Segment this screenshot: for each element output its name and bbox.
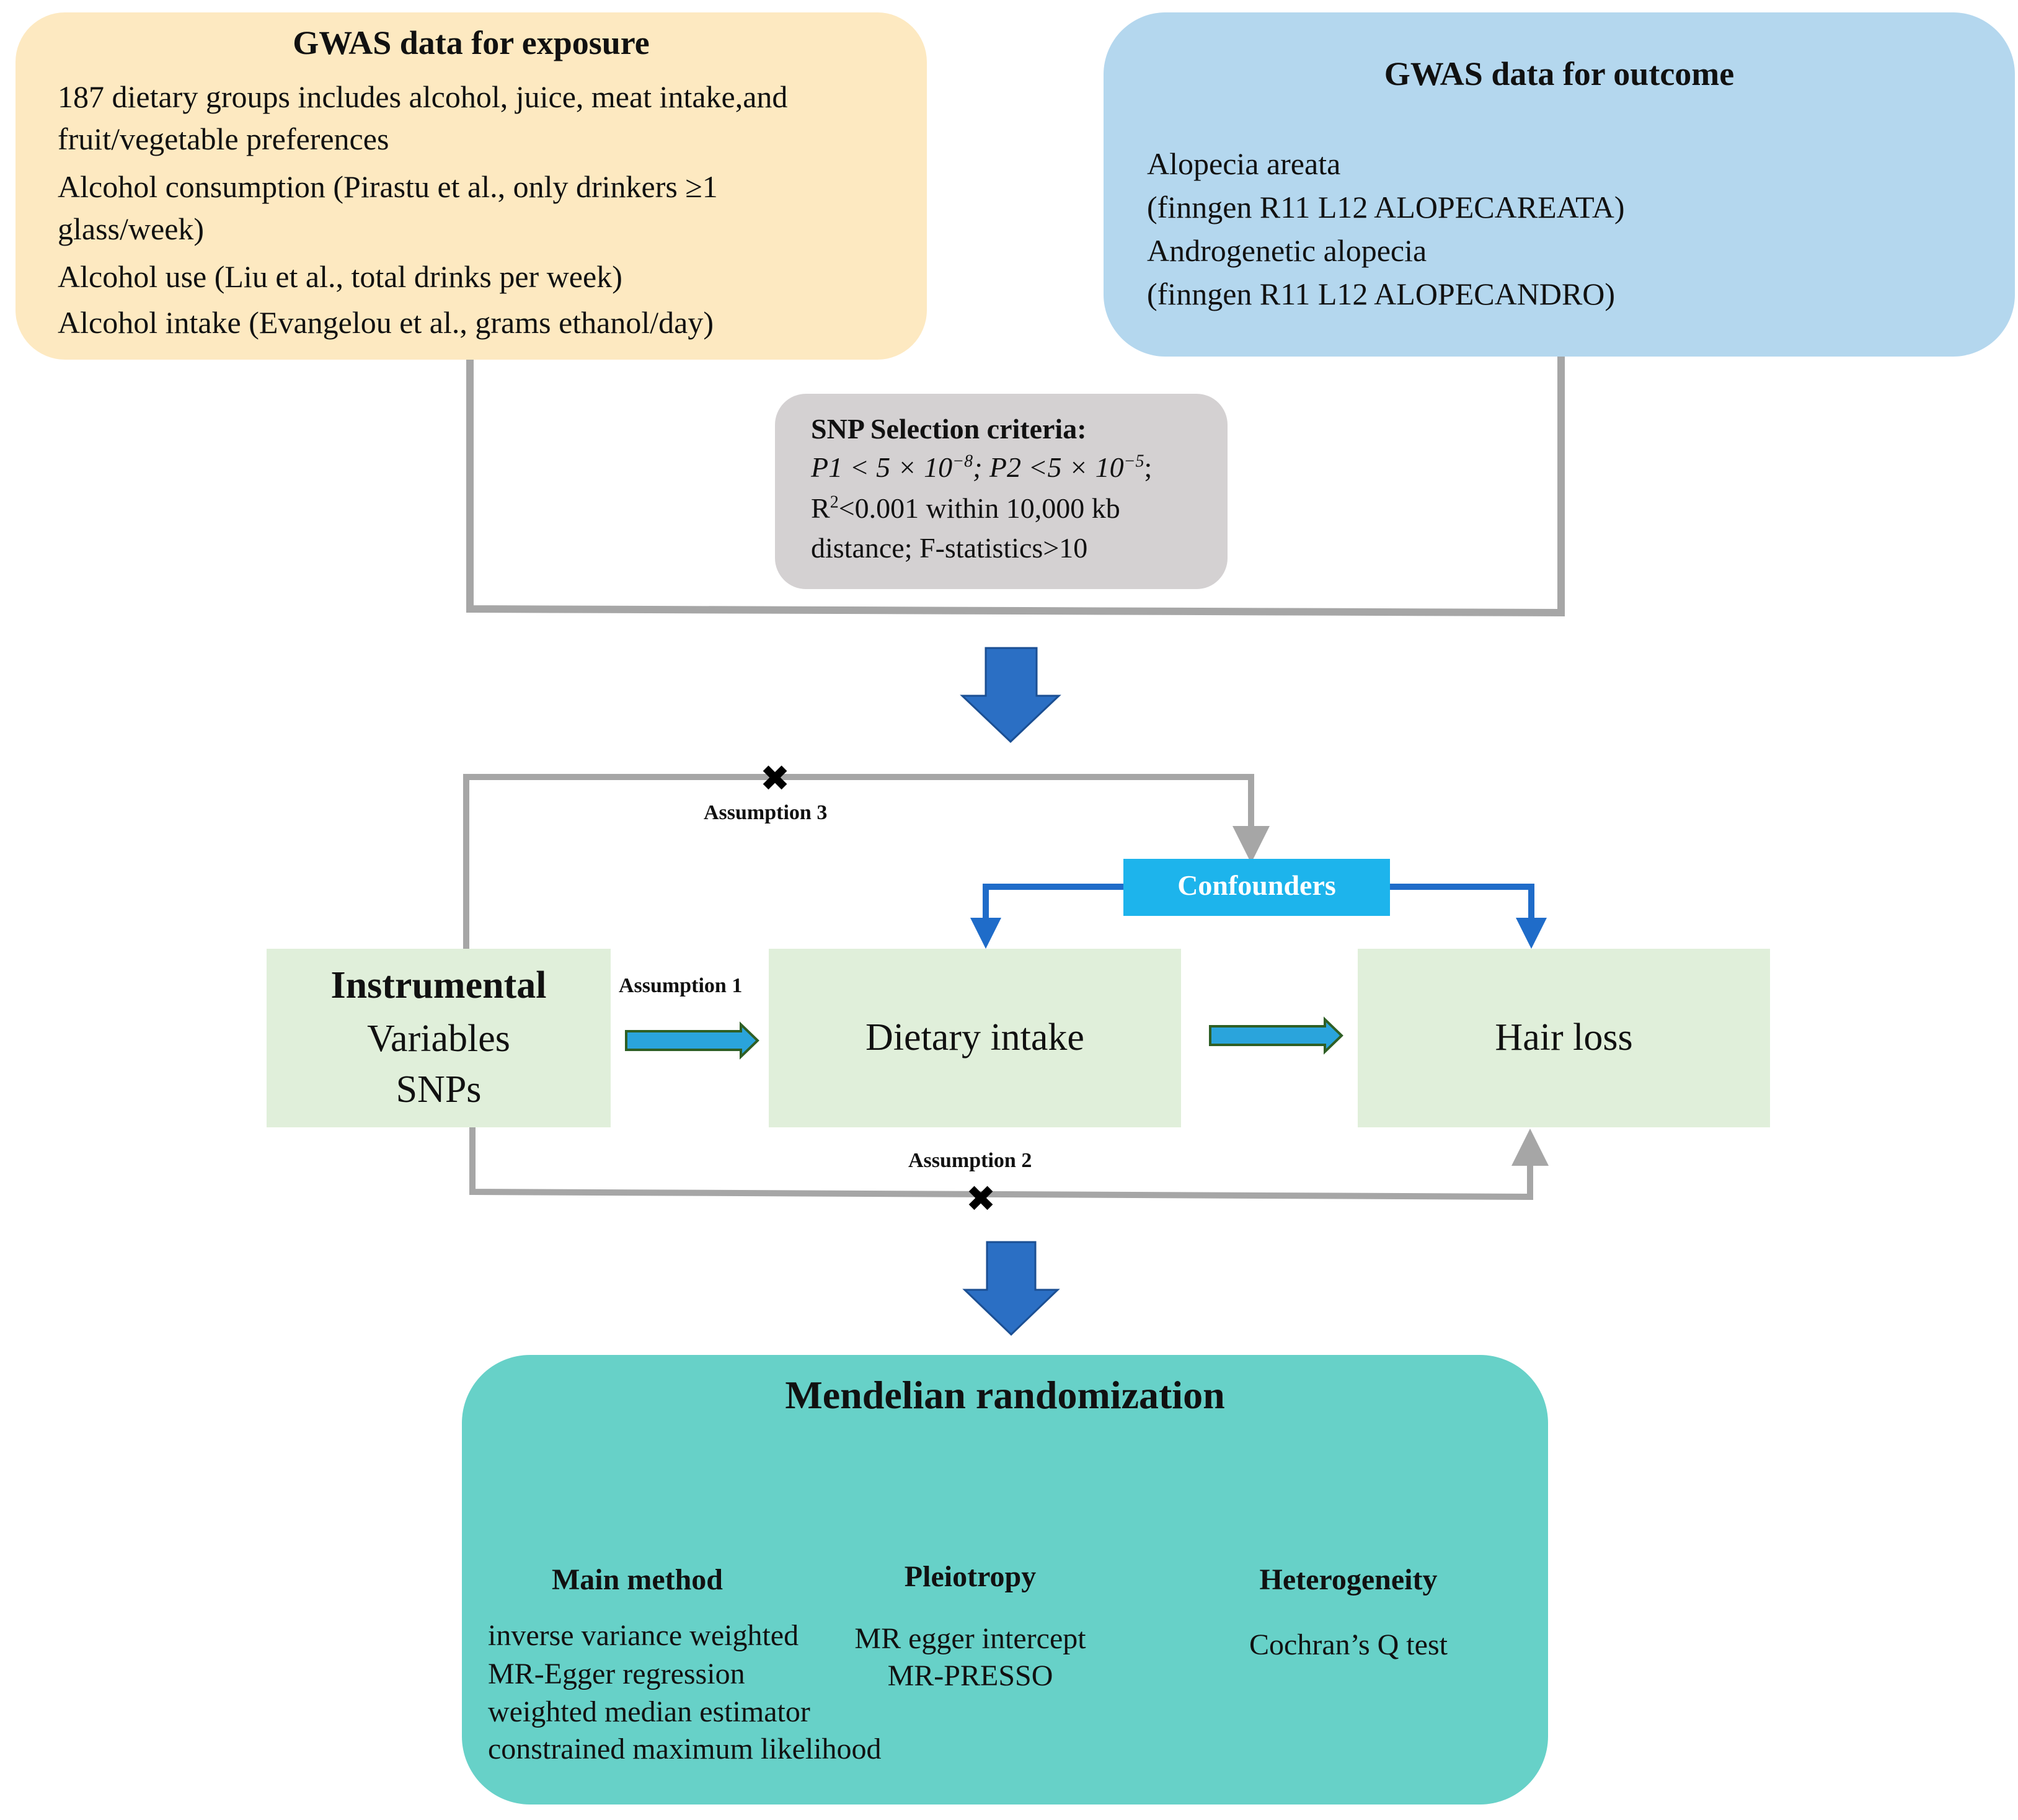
exposure-outcome-connector xyxy=(466,357,1565,617)
exposure-line: Alcohol use (Liu et al., total drinks pe… xyxy=(58,259,622,294)
snp-p1-exponent: −8 xyxy=(952,451,973,471)
hair-loss-label: Hair loss xyxy=(1495,1016,1633,1059)
exposure-line: Alcohol consumption (Pirastu et al., onl… xyxy=(58,169,718,204)
pleiotropy-item: MR egger intercept xyxy=(854,1622,1086,1655)
iv-line3: SNPs xyxy=(396,1068,482,1111)
snp-p1: P1 < 5 × 10 xyxy=(811,451,953,483)
main-method-title: Main method xyxy=(552,1563,723,1596)
hair-loss-box: Hair loss xyxy=(1358,949,1770,1127)
main-method-item: MR-Egger regression xyxy=(488,1658,745,1690)
confounders-to-diet xyxy=(970,884,1123,949)
pleiotropy-title: Pleiotropy xyxy=(904,1560,1037,1593)
exposure-line: 187 dietary groups includes alcohol, jui… xyxy=(58,79,788,114)
exposure-line: Alcohol intake (Evangelou et al., grams … xyxy=(58,305,714,340)
big-down-arrow-1 xyxy=(960,647,1061,744)
assumption-2-cross: ✖ xyxy=(966,1178,996,1220)
assumption-2-label: Assumption 2 xyxy=(908,1149,1032,1172)
assumption-2-path xyxy=(469,1127,1549,1201)
snp-r-rest: <0.001 within 10,000 kb xyxy=(838,492,1120,524)
outcome-box: GWAS data for outcome Alopecia areata (f… xyxy=(1104,12,2015,357)
mr-title: Mendelian randomization xyxy=(785,1373,1225,1417)
outcome-line: Androgenetic alopecia xyxy=(1147,233,1427,268)
snp-pvalue-line: P1 < 5 × 10−8; P2 <5 × 10−5; xyxy=(811,451,1152,484)
outcome-line: (finngen R11 L12 ALOPECANDRO) xyxy=(1147,277,1616,311)
snp-p2-end: ; xyxy=(1144,451,1153,483)
confounders-box: Confounders xyxy=(1123,859,1390,916)
exposure-line: fruit/vegetable preferences xyxy=(58,122,389,156)
iv-to-diet-arrow xyxy=(625,1021,759,1060)
assumption-1-label: Assumption 1 xyxy=(619,974,743,997)
dietary-intake-label: Dietary intake xyxy=(865,1016,1084,1059)
heterogeneity-title: Heterogeneity xyxy=(1259,1563,1438,1596)
exposure-line: glass/week) xyxy=(58,211,205,246)
mendelian-randomization-box: Mendelian randomization Main method inve… xyxy=(462,1355,1548,1804)
snp-r-prefix: R xyxy=(811,492,830,524)
main-method-item: constrained maximum likelihood xyxy=(488,1733,882,1765)
exposure-box: GWAS data for exposure 187 dietary group… xyxy=(15,12,927,360)
outcome-line: Alopecia areata xyxy=(1147,146,1341,181)
heterogeneity-item: Cochran’s Q test xyxy=(1249,1628,1448,1661)
main-method-item: weighted median estimator xyxy=(488,1695,810,1728)
confounders-to-hair xyxy=(1390,884,1547,949)
pleiotropy-item: MR-PRESSO xyxy=(887,1659,1053,1692)
main-method-item: inverse variance weighted xyxy=(488,1619,799,1652)
iv-line2: Variables xyxy=(367,1018,510,1060)
snp-title: SNP Selection criteria: xyxy=(811,413,1087,445)
snp-criteria-box: SNP Selection criteria: P1 < 5 × 10−8; P… xyxy=(775,394,1228,589)
exposure-title: GWAS data for exposure xyxy=(293,24,650,61)
big-down-arrow-2 xyxy=(962,1241,1060,1336)
outcome-line: (finngen R11 L12 ALOPECAREATA) xyxy=(1147,190,1625,224)
snp-p2: ; P2 <5 × 10 xyxy=(973,451,1124,483)
snp-p2-exponent: −5 xyxy=(1123,451,1144,471)
outcome-title: GWAS data for outcome xyxy=(1384,55,1735,92)
snp-distance-line: distance; F-statistics>10 xyxy=(811,532,1088,564)
instrumental-variables-box: Instrumental Variables SNPs xyxy=(267,949,611,1127)
dietary-intake-box: Dietary intake xyxy=(769,949,1181,1127)
confounders-label: Confounders xyxy=(1177,869,1336,901)
snp-r2-line: R2<0.001 within 10,000 kb xyxy=(811,492,1120,525)
snp-r-sup: 2 xyxy=(830,492,839,512)
assumption-3-path xyxy=(463,774,1270,952)
diet-to-hair-arrow xyxy=(1209,1016,1343,1055)
iv-title: Instrumental xyxy=(330,964,547,1006)
assumption-3-label: Assumption 3 xyxy=(704,801,828,824)
assumption-3-cross: ✖ xyxy=(760,757,790,799)
